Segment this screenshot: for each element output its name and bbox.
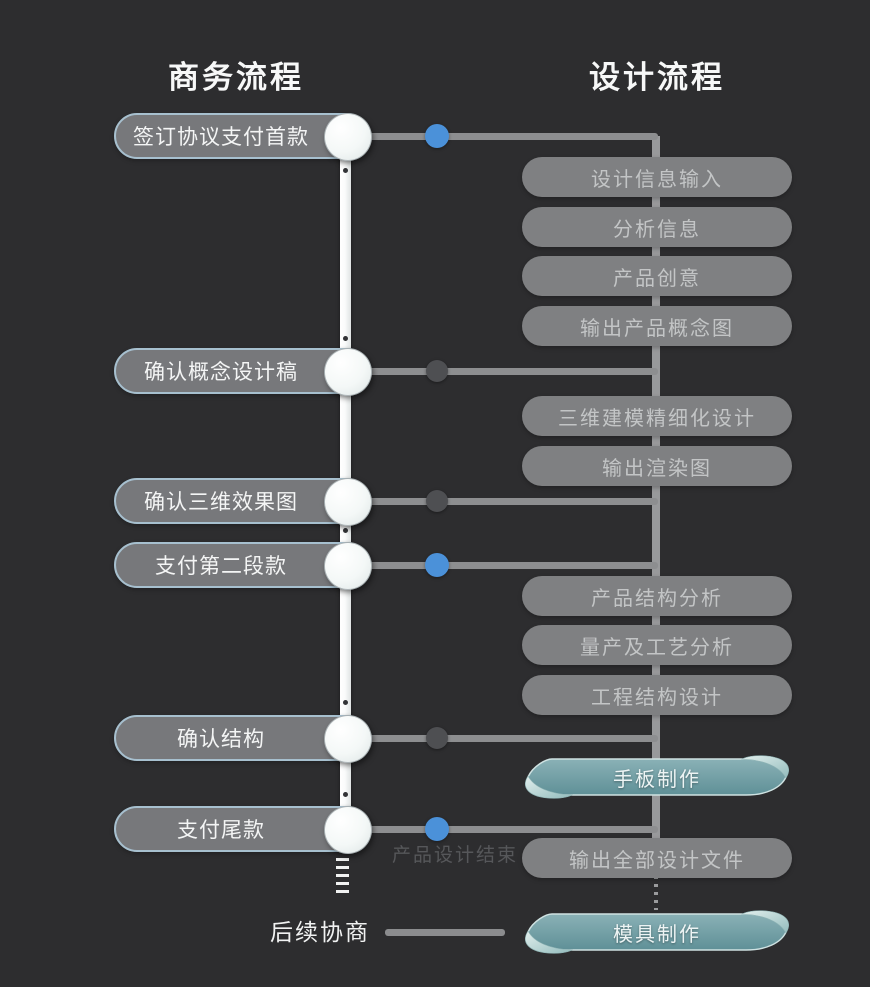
timeline-nub — [343, 528, 348, 533]
business-step-label: 确认三维效果图 — [144, 490, 298, 514]
milestone-circle-1 — [324, 113, 372, 161]
design-flow-dotted-line — [654, 876, 658, 910]
design-step-label: 输出产品概念图 — [580, 315, 734, 340]
design-step-prototype-banner: 手板制作 — [520, 755, 794, 799]
design-step-engineering-design: 工程结构设计 — [522, 675, 792, 715]
timeline-dashed-end — [336, 858, 349, 894]
design-flow-title: 设计流程 — [589, 60, 725, 96]
connector-row-2 — [358, 368, 658, 375]
connector-row-3 — [358, 498, 658, 505]
connector-row-1 — [358, 133, 658, 140]
business-step-label: 确认概念设计稿 — [144, 360, 298, 384]
milestone-dot-gray-5 — [426, 727, 448, 749]
timeline-nub — [343, 792, 348, 797]
design-step-label: 产品创意 — [613, 265, 701, 290]
milestone-dot-blue-4 — [425, 553, 449, 577]
design-step-label: 手板制作 — [613, 766, 701, 791]
connector-row-4 — [358, 562, 658, 569]
design-step-label: 输出全部设计文件 — [569, 847, 745, 872]
follow-up-connector-line — [385, 929, 505, 936]
design-flow-spine-line — [652, 136, 660, 858]
design-step-concept-output: 输出产品概念图 — [522, 306, 792, 346]
design-step-3d-modeling: 三维建模精细化设计 — [522, 396, 792, 436]
business-step-confirm-3d-render: 确认三维效果图 — [114, 478, 370, 524]
design-step-label: 分析信息 — [613, 216, 701, 241]
design-step-label: 工程结构设计 — [591, 684, 723, 709]
business-flow-title: 商务流程 — [168, 60, 304, 96]
business-step-label: 支付尾款 — [177, 818, 265, 842]
milestone-circle-6 — [324, 806, 372, 854]
design-step-render-output: 输出渲染图 — [522, 446, 792, 486]
follow-up-label: 后续协商 — [270, 920, 370, 946]
design-end-note: 产品设计结束 — [392, 844, 519, 866]
design-step-analyze-info: 分析信息 — [522, 207, 792, 247]
milestone-dot-blue-1 — [425, 124, 449, 148]
design-step-info-input: 设计信息输入 — [522, 157, 792, 197]
banner-ribbon-shape — [525, 755, 789, 799]
milestone-dot-gray-3 — [426, 490, 448, 512]
milestone-dot-blue-6 — [425, 817, 449, 841]
business-step-confirm-concept: 确认概念设计稿 — [114, 348, 370, 394]
design-step-label: 三维建模精细化设计 — [558, 405, 756, 430]
design-step-product-idea: 产品创意 — [522, 256, 792, 296]
timeline-nub — [343, 336, 348, 341]
milestone-dot-gray-2 — [426, 360, 448, 382]
milestone-circle-3 — [324, 478, 372, 526]
milestone-circle-4 — [324, 542, 372, 590]
connector-row-5 — [358, 735, 658, 742]
timeline-nub — [343, 700, 348, 705]
design-step-label: 产品结构分析 — [591, 585, 723, 610]
design-step-label: 设计信息输入 — [591, 166, 723, 191]
business-step-label: 确认结构 — [177, 727, 265, 751]
milestone-circle-2 — [324, 348, 372, 396]
design-step-label: 模具制作 — [613, 921, 701, 946]
design-step-label: 量产及工艺分析 — [580, 634, 734, 659]
design-step-structure-analysis: 产品结构分析 — [522, 576, 792, 616]
design-step-label: 输出渲染图 — [602, 455, 712, 480]
design-step-mold-banner: 模具制作 — [520, 910, 794, 954]
timeline-nub — [343, 168, 348, 173]
design-step-production-analysis: 量产及工艺分析 — [522, 625, 792, 665]
banner-ribbon-shape — [525, 910, 789, 954]
milestone-circle-5 — [324, 715, 372, 763]
business-step-label: 签订协议支付首款 — [133, 125, 309, 149]
business-step-label: 支付第二段款 — [155, 554, 287, 578]
connector-row-6 — [358, 826, 658, 833]
design-step-deliver-all-files: 输出全部设计文件 — [522, 838, 792, 878]
